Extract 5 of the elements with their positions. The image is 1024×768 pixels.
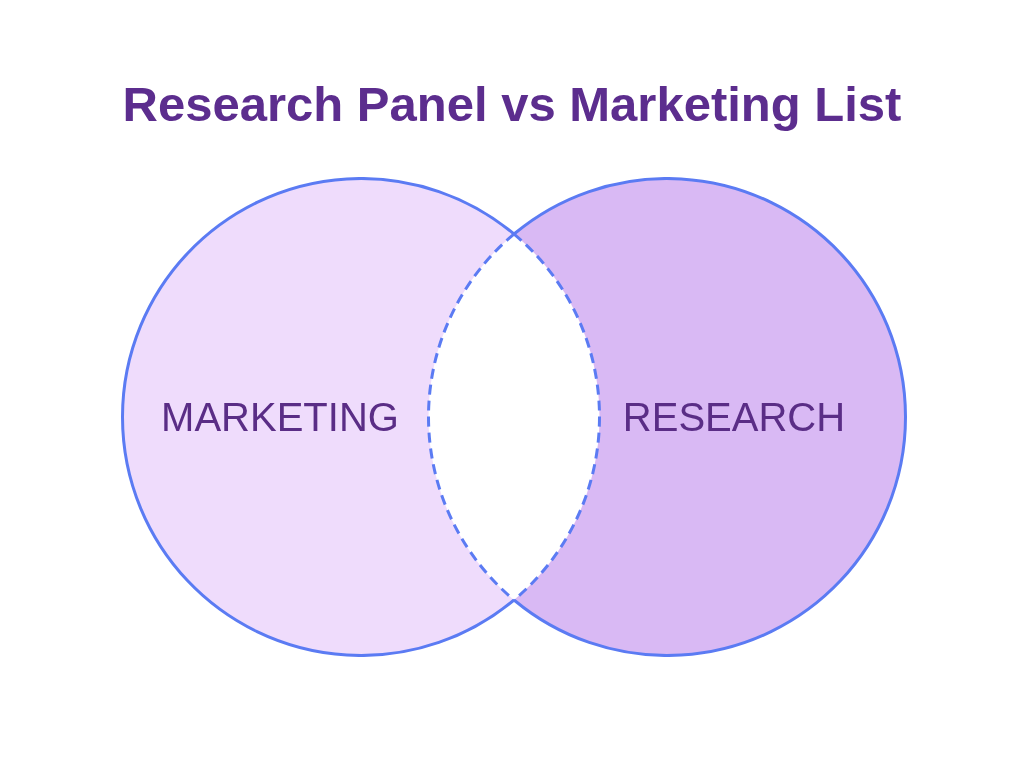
circle-label: MARKETING — [161, 394, 399, 440]
circle-label: RESEARCH — [622, 394, 846, 440]
venn-circle — [514, 177, 907, 657]
diagram-title: Research Panel vs Marketing List — [122, 76, 902, 133]
venn-circle — [121, 177, 514, 657]
